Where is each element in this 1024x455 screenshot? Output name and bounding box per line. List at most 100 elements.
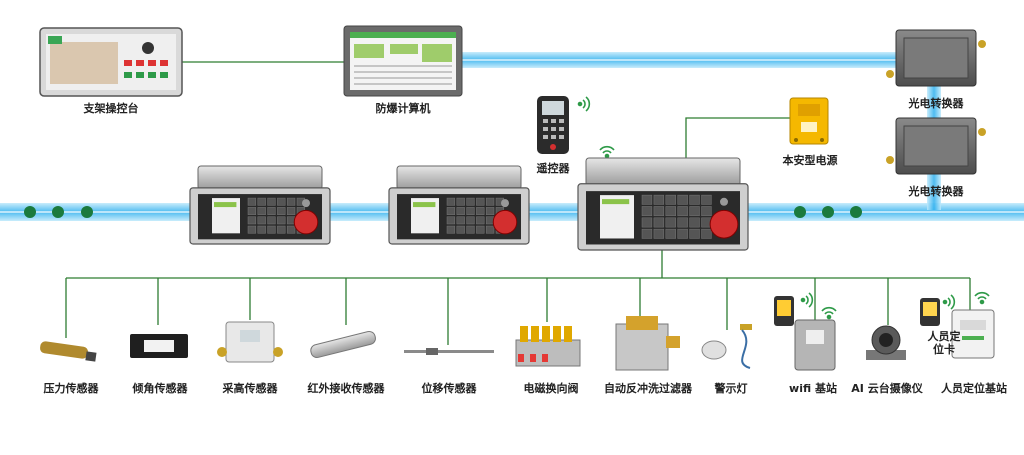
- controller-key: [267, 197, 276, 206]
- photoelectric-converter-bottom: [886, 117, 986, 175]
- controller-key: [701, 194, 712, 205]
- controller-key: [257, 197, 266, 206]
- displacement-sensor-image: [404, 348, 494, 355]
- controller-key: [277, 225, 286, 234]
- emergency-stop: [492, 209, 518, 235]
- locator-card-label: 人员定 位卡: [928, 330, 961, 356]
- locator-card-line1: 人员定: [927, 330, 961, 343]
- locator-base-station-image: [951, 309, 995, 359]
- ir-sensor-image: [310, 330, 376, 359]
- support-controller-3: [577, 157, 749, 251]
- controller-key: [456, 225, 465, 234]
- controller-key: [677, 194, 688, 205]
- wifi-icon: [821, 306, 837, 320]
- controller-key: [701, 228, 712, 239]
- controller-key: [277, 216, 286, 225]
- controller-key: [689, 194, 700, 205]
- emergency-stop: [293, 209, 319, 235]
- controller-key: [286, 207, 296, 215]
- wifi-icon: [599, 145, 615, 159]
- controller-key: [286, 197, 296, 206]
- controller-key: [653, 206, 665, 217]
- controller-key: [267, 207, 276, 215]
- controller-key: [641, 228, 653, 239]
- node-dot: [52, 206, 64, 218]
- support-controller-1: [189, 165, 331, 245]
- controller-key: [456, 216, 465, 225]
- computer-label: 防爆计算机: [375, 102, 431, 115]
- controller-key: [446, 207, 456, 215]
- controller-key: [247, 207, 257, 215]
- support-console: [39, 27, 183, 97]
- node-dot: [850, 206, 862, 218]
- controller-key: [689, 228, 700, 239]
- controller-key: [485, 197, 495, 206]
- device-label-locator: 人员定位基站: [941, 382, 1007, 395]
- controller-key: [466, 207, 475, 215]
- controller-key: [689, 217, 700, 228]
- node-dot: [24, 206, 36, 218]
- locator-card-line2: 位卡: [933, 343, 955, 356]
- controller-key: [257, 216, 266, 225]
- controller-key: [653, 194, 665, 205]
- controller-key: [257, 225, 266, 234]
- controller-key: [689, 206, 700, 217]
- controller-key: [677, 228, 688, 239]
- controller-key: [665, 228, 676, 239]
- controller-key: [446, 216, 456, 225]
- controller-key: [677, 206, 688, 217]
- remote-label: 遥控器: [536, 162, 570, 175]
- controller-key: [665, 217, 676, 228]
- controller-key: [456, 207, 465, 215]
- explosion-proof-computer: [343, 25, 463, 97]
- converter-bottom-label: 光电转换器: [908, 185, 964, 198]
- warning-lamp-image: [701, 324, 752, 369]
- controller-key: [247, 197, 257, 206]
- wifi-icon: [942, 294, 956, 310]
- controller-key: [267, 216, 276, 225]
- height-sensor-image: [217, 321, 283, 363]
- controller-key: [466, 197, 475, 206]
- controller-key: [485, 207, 495, 215]
- controller-key: [653, 217, 665, 228]
- intrinsic-power-supply: [789, 97, 829, 145]
- emergency-stop: [709, 209, 739, 239]
- controller-key: [476, 207, 485, 215]
- controller-key: [653, 228, 665, 239]
- device-label-tilt: 倾角传感器: [132, 382, 188, 395]
- node-dot: [81, 206, 93, 218]
- wifi-icon: [577, 96, 591, 112]
- wifi-icon: [974, 291, 990, 305]
- pressure-sensor-image: [40, 341, 97, 362]
- device-label-height: 采高传感器: [222, 382, 278, 395]
- controller-key: [466, 225, 475, 234]
- controller-key: [665, 194, 676, 205]
- backflush-filter-image: [615, 316, 680, 371]
- controller-key: [641, 194, 653, 205]
- controller-key: [701, 206, 712, 217]
- device-label-lamp: 警示灯: [714, 382, 748, 395]
- support-controllers: [189, 157, 749, 251]
- wifi-icon-group: [577, 96, 990, 320]
- controller-key: [641, 206, 653, 217]
- controller-key: [247, 216, 257, 225]
- controller-key: [665, 206, 676, 217]
- controller-key: [446, 197, 456, 206]
- controller-key: [476, 216, 485, 225]
- device-label-filter: 自动反冲洗过滤器: [604, 382, 692, 395]
- controller-key: [446, 225, 456, 234]
- controller-key: [277, 197, 286, 206]
- device-label-wifi: wifi 基站: [789, 382, 837, 395]
- controller-key: [277, 207, 286, 215]
- console-knob: [142, 42, 154, 54]
- ai-camera-image: [866, 325, 906, 360]
- node-dot: [794, 206, 806, 218]
- remote-controller: [537, 96, 569, 154]
- node-dot: [822, 206, 834, 218]
- controller-key: [466, 216, 475, 225]
- controller-key: [476, 197, 485, 206]
- controller-key: [485, 225, 495, 234]
- controller-key: [267, 225, 276, 234]
